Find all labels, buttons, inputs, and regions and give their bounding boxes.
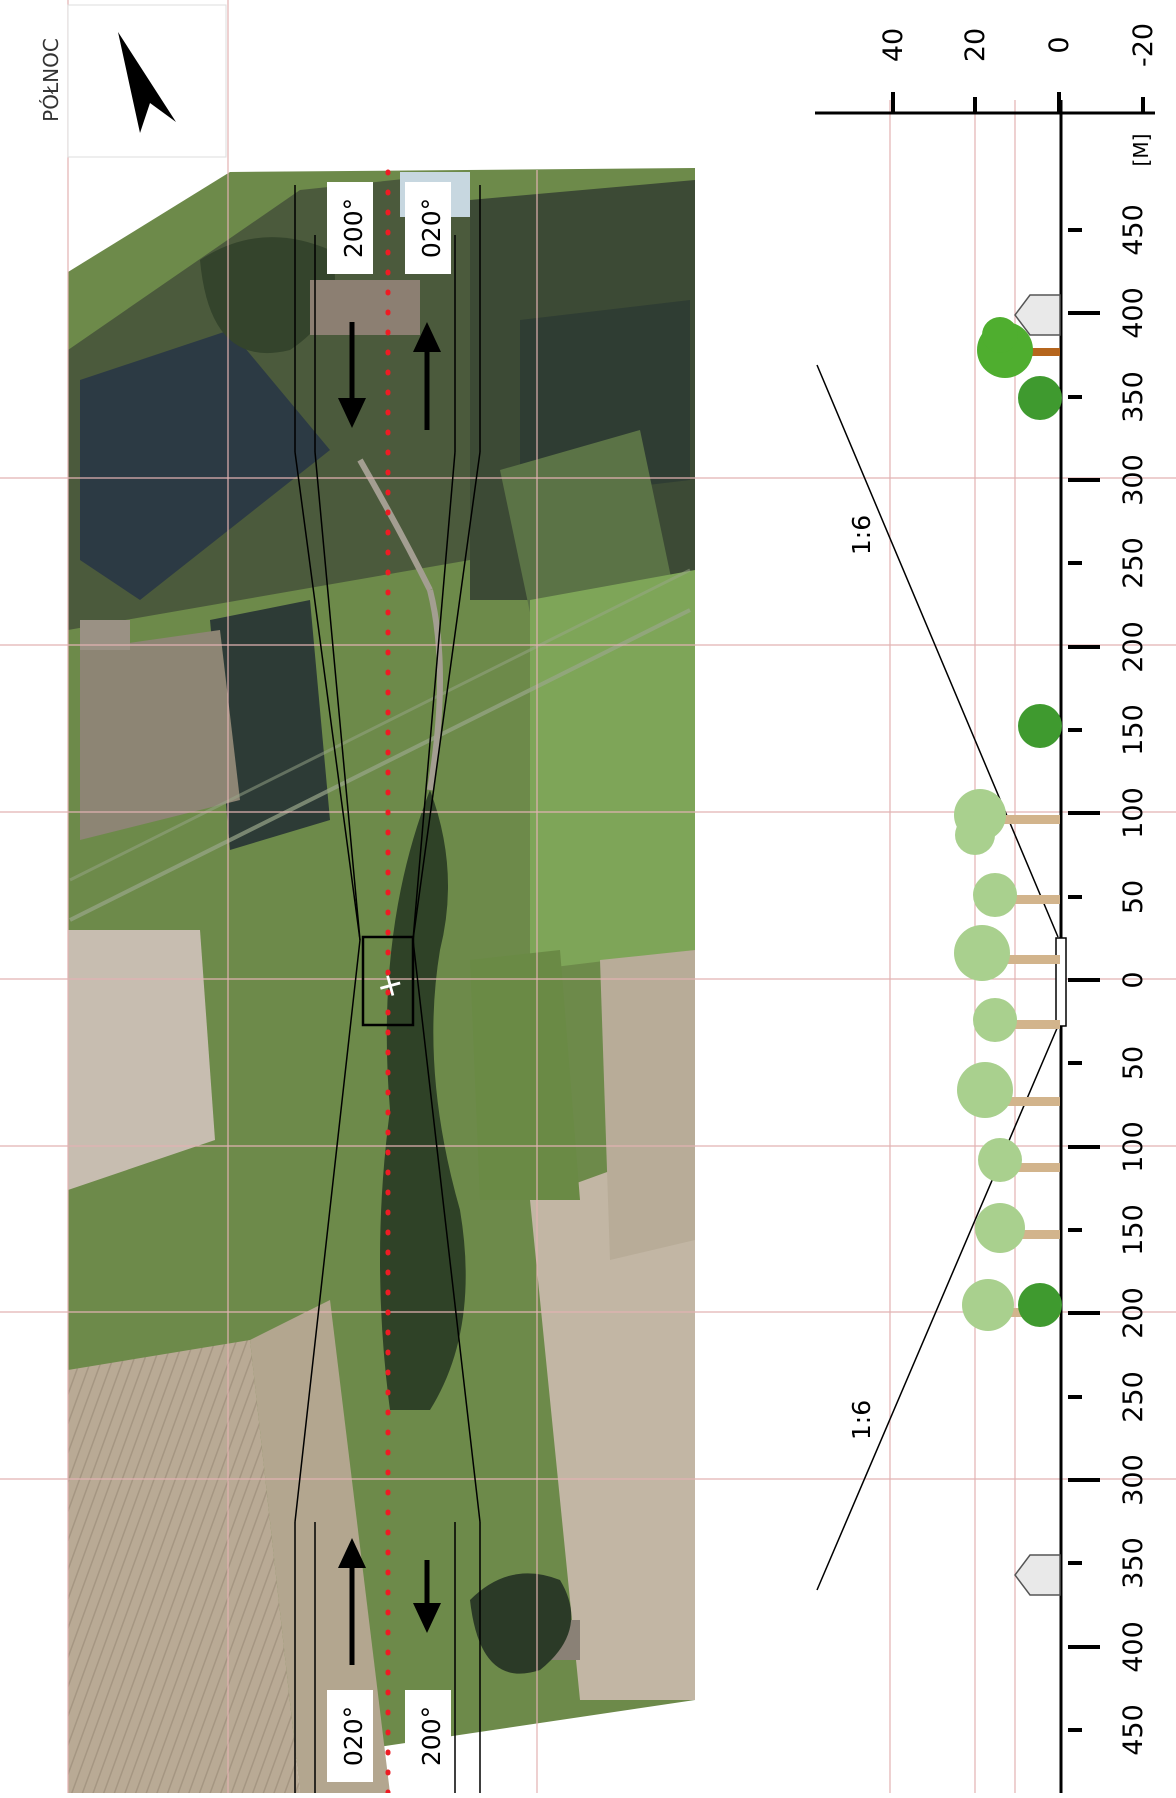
distance-tick-label: 250 xyxy=(1118,537,1149,589)
distance-tick-label: 200 xyxy=(1118,1287,1149,1339)
tree-icon xyxy=(975,1203,1060,1253)
aerial-photo xyxy=(68,168,695,1793)
arrow-down-icon xyxy=(338,322,366,428)
airstrip-box xyxy=(361,935,415,1027)
heading-top-right: 020° xyxy=(405,182,451,274)
tree-icon xyxy=(978,1138,1060,1182)
distance-tick-label: 300 xyxy=(1118,454,1149,506)
north-label: PÓŁNOC xyxy=(39,38,63,122)
tree-icon xyxy=(954,925,1060,981)
arrow-up-icon xyxy=(413,322,441,430)
house-icon xyxy=(1014,294,1061,336)
tree-icon xyxy=(973,873,1060,917)
tree-icon xyxy=(1018,1283,1062,1327)
slope-label: 1:6 xyxy=(847,515,876,555)
tree-icon xyxy=(954,789,1060,855)
distance-tick-label: 300 xyxy=(1118,1454,1149,1506)
distance-tick-label: 350 xyxy=(1118,1537,1149,1589)
distance-tick-label: 400 xyxy=(1118,287,1149,339)
tree-icon xyxy=(973,998,1060,1042)
elevation-tick-label: -20 xyxy=(1128,23,1159,67)
distance-tick-label: 0 xyxy=(1118,971,1149,988)
elevation-axis: 40 20 0 -20 [M] xyxy=(815,23,1159,166)
distance-tick-label: 450 xyxy=(1118,204,1149,256)
distance-axis-labels: 450 400 350 300 250 200 150 100 50 0 50 … xyxy=(1118,204,1149,1756)
distance-tick-label: 150 xyxy=(1118,1204,1149,1256)
svg-text:200°: 200° xyxy=(339,198,368,258)
svg-text:200°: 200° xyxy=(417,1706,446,1766)
distance-tick-label: 100 xyxy=(1118,787,1149,839)
elevation-unit-label: [M] xyxy=(1129,134,1153,167)
tree-icon xyxy=(1018,704,1062,748)
distance-tick-label: 250 xyxy=(1118,1371,1149,1423)
heading-bottom-left: 020° xyxy=(327,1690,373,1782)
distance-tick-label: 450 xyxy=(1118,1704,1149,1756)
heading-bottom-right: 200° xyxy=(405,1690,451,1782)
svg-text:020°: 020° xyxy=(417,198,446,258)
distance-ticks xyxy=(1068,228,1100,1732)
distance-tick-label: 50 xyxy=(1118,1046,1149,1080)
svg-text:020°: 020° xyxy=(339,1706,368,1766)
distance-tick-label: 50 xyxy=(1118,880,1149,914)
elevation-tick-label: 40 xyxy=(878,28,909,62)
tree-icon xyxy=(977,317,1060,378)
tree-icon xyxy=(1018,376,1062,420)
slope-label: 1:6 xyxy=(847,1400,876,1440)
house-icon xyxy=(1014,1554,1061,1596)
arrow-down-icon xyxy=(413,1560,441,1633)
ground-profile-line xyxy=(1055,100,1067,1793)
north-indicator: PÓŁNOC xyxy=(39,4,227,158)
heading-top-left: 200° xyxy=(327,182,373,274)
distance-tick-label: 400 xyxy=(1118,1621,1149,1673)
distance-tick-label: 350 xyxy=(1118,371,1149,423)
north-arrow-icon xyxy=(118,32,176,133)
distance-tick-label: 100 xyxy=(1118,1121,1149,1173)
elevation-tick-label: 20 xyxy=(960,28,991,62)
approach-slope: 1:6 1:6 xyxy=(816,364,1059,1591)
elevation-tick-label: 0 xyxy=(1044,36,1075,53)
distance-tick-label: 150 xyxy=(1118,704,1149,756)
distance-tick-label: 200 xyxy=(1118,621,1149,673)
arrow-up-icon xyxy=(338,1538,366,1665)
tree-icon xyxy=(957,1062,1060,1118)
